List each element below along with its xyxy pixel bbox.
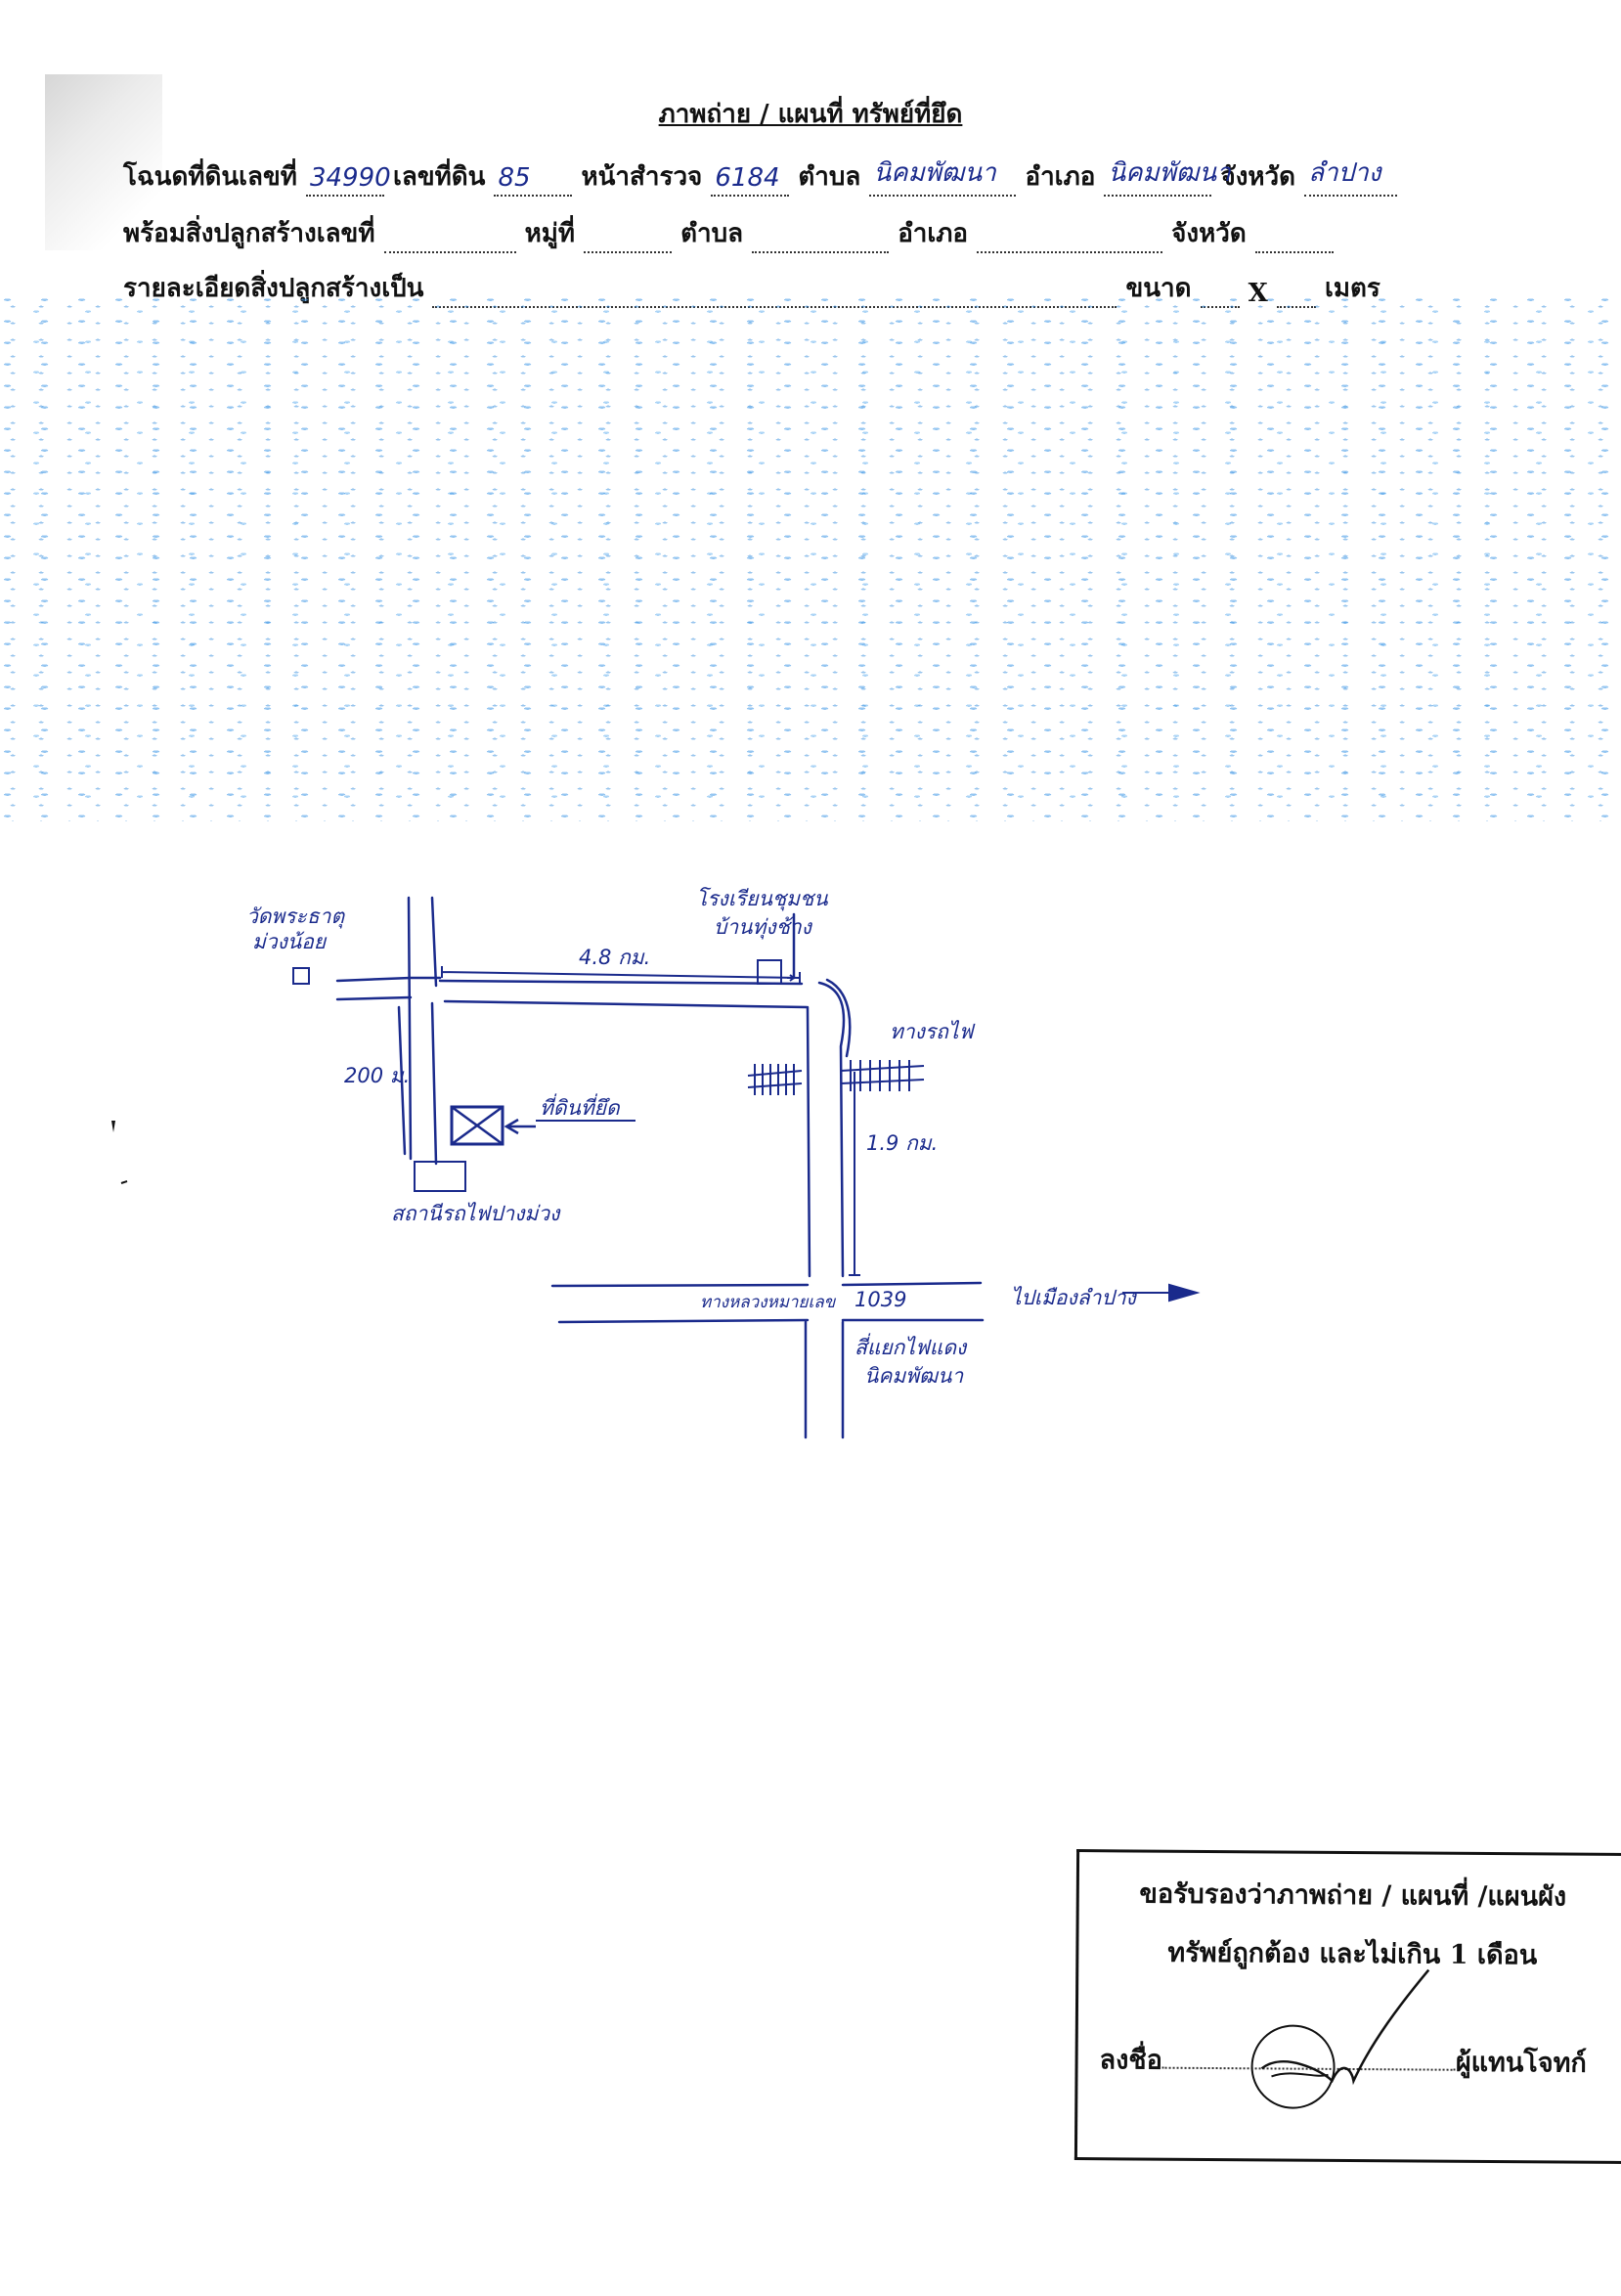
page-title: ภาพถ่าย / แผนที่ ทรัพย์ที่ยึด	[658, 100, 963, 129]
scan-marks	[111, 1121, 128, 1184]
province-field[interactable]: ลำปาง	[1304, 158, 1398, 197]
scan-shadow	[45, 74, 162, 250]
distance-left-label: 200 ม.	[344, 1064, 410, 1087]
village-label: หมู่ที่	[524, 219, 576, 248]
blank-photo-area	[0, 293, 1621, 821]
building-no-field[interactable]	[383, 226, 516, 253]
map-markers	[292, 959, 1201, 1303]
certification-line1: ขอรับรองว่าภาพถ่าย / แผนที่ /แผนผัง	[1139, 1878, 1567, 1913]
highway-north-edge	[550, 1281, 983, 1288]
land-no-field[interactable]: 85	[494, 163, 573, 197]
building-no-label: พร้อมสิ่งปลูกสร้างเลขที่	[123, 219, 375, 248]
row2-province-label: จังหวัด	[1171, 219, 1247, 248]
top-road-lower-edge	[335, 995, 809, 1009]
row2-district-label: อำเภอ	[898, 219, 969, 248]
district-label: อำเภอ	[1025, 162, 1096, 192]
deed-value: 34990	[309, 163, 391, 193]
highway-south-edge	[557, 1318, 985, 1324]
sign-label: ลงชื่อ	[1099, 2045, 1162, 2076]
railway-west	[747, 1070, 803, 1088]
direction-arrowhead	[1168, 1283, 1201, 1303]
school-marker	[757, 959, 782, 985]
subdistrict-label: ตำบล	[798, 162, 861, 192]
map-labels: วัดพระธาตุ ม่วงน้อย โรงเรียนชุมชน บ้านทุ…	[246, 887, 1138, 1388]
district-field[interactable]: นิคมพัฒนา	[1104, 158, 1231, 197]
school-arrow	[787, 974, 796, 982]
province-label: จังหวัด	[1220, 162, 1296, 192]
school-label-line1: โรงเรียนชุมชน	[696, 887, 828, 911]
railway-ties-east	[850, 1060, 910, 1091]
deed-label: โฉนดที่ดินเลขที่	[123, 162, 297, 192]
form-row-deed: โฉนดที่ดินเลขที่ 34990 เลขที่ดิน 85 หน้า…	[123, 156, 1398, 197]
property-arrow	[504, 1118, 536, 1135]
left-road-east-edge	[430, 896, 438, 1166]
row2-subdistrict-label: ตำบล	[680, 219, 744, 248]
temple-label-line1: วัดพระธาตุ	[246, 905, 345, 929]
top-road-upper-edge	[335, 976, 804, 986]
highway-label: ทางหลวงหมายเลข	[700, 1293, 837, 1312]
row2-district-field[interactable]	[977, 226, 1163, 253]
signature-mark	[1250, 1968, 1430, 2109]
province-value: ลำปาง	[1308, 158, 1381, 188]
land-no-value: 85	[498, 163, 531, 193]
certification-box: ขอรับรองว่าภาพถ่าย / แผนที่ /แผนผัง ทรัพ…	[1073, 1849, 1621, 2164]
stray-mark	[111, 1121, 115, 1132]
district-value: นิคมพัฒนา	[1108, 158, 1231, 188]
row2-subdistrict-field[interactable]	[752, 226, 890, 253]
station-marker	[414, 1161, 466, 1192]
property-label: ที่ดินที่ยึด	[540, 1093, 621, 1120]
right-road-east-edge	[817, 981, 846, 1278]
survey-label: หน้าสำรวจ	[581, 162, 703, 192]
subdistrict-field[interactable]: นิคมพัฒนา	[869, 158, 1017, 197]
junction-label-line2: นิคมพัฒนา	[864, 1364, 964, 1388]
subdistrict-value: นิคมพัฒนา	[873, 158, 996, 188]
map-roads	[335, 896, 985, 1439]
property-marker	[450, 1105, 504, 1146]
distance-right-dimension	[849, 1072, 860, 1276]
survey-value: 6184	[715, 163, 780, 193]
property-cross	[451, 1105, 504, 1146]
school-label-line2: บ้านทุ่งช้าง	[714, 915, 813, 940]
survey-field[interactable]: 6184	[711, 163, 790, 197]
right-road-west-edge	[806, 1005, 811, 1278]
left-road-branch	[397, 1005, 407, 1156]
railway-ties-west	[754, 1064, 795, 1095]
distance-right-label: 1.9 กม.	[866, 1131, 938, 1155]
temple-label-line2: ม่วงน้อย	[252, 930, 328, 953]
highway-number: 1039	[854, 1288, 906, 1311]
junction-label-line1: สี่แยกไฟแดง	[854, 1333, 968, 1359]
left-road-west-edge	[407, 896, 413, 1161]
temple-marker	[292, 967, 310, 985]
distance-top-label: 4.8 กม.	[579, 946, 650, 969]
deed-field[interactable]: 34990	[305, 163, 391, 197]
railway-tracks	[747, 1060, 925, 1095]
railway-label: ทางรถไฟ	[890, 1020, 975, 1043]
right-road-curve	[825, 978, 852, 1058]
village-field[interactable]	[584, 226, 673, 253]
role-label: ผู้แทนโจทก์	[1455, 2047, 1587, 2079]
stray-dash	[120, 1180, 128, 1184]
distance-top-dimension	[441, 966, 801, 984]
station-label: สถานีรถไฟปางม่วง	[391, 1202, 561, 1225]
railway-east	[840, 1065, 925, 1084]
land-no-label: เลขที่ดิน	[393, 162, 486, 192]
form-row-building: พร้อมสิ่งปลูกสร้างเลขที่ หมู่ที่ ตำบล อำ…	[123, 213, 1334, 253]
direction-label: ไปเมืองลำปาง	[1011, 1286, 1138, 1309]
row2-province-field[interactable]	[1254, 226, 1334, 253]
